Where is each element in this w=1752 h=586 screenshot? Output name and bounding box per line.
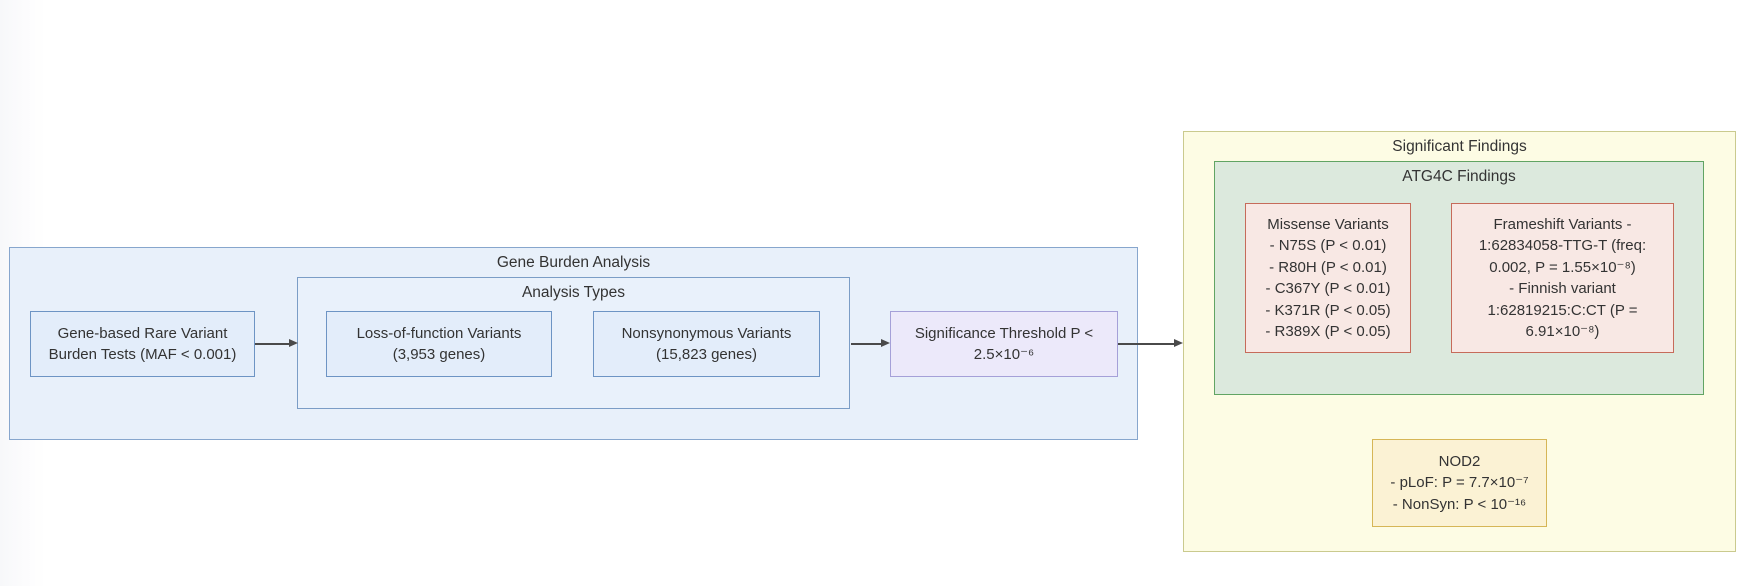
- node-text-line: Missense Variants: [1267, 215, 1389, 233]
- node-text-line: Gene-based Rare Variant: [57, 324, 228, 342]
- node-text-line: 1:62834058-TTG-T (freq:: [1478, 237, 1647, 254]
- edge-analysis-types-to-threshold: [851, 343, 881, 345]
- node-gene-based-burden-tests: Gene-based Rare Variant Burden Tests (MA…: [30, 311, 255, 377]
- node-text-line: (15,823 genes): [656, 346, 757, 363]
- node-text-line: 0.002, P = 1.55×10⁻⁸): [1489, 258, 1636, 276]
- group-title-gene-burden-analysis: Gene Burden Analysis: [496, 254, 651, 271]
- group-title-analysis-types: Analysis Types: [521, 284, 626, 301]
- arrowhead-icon: [1174, 339, 1183, 347]
- node-frameshift-variants: Frameshift Variants - 1:62834058-TTG-T (…: [1451, 203, 1674, 353]
- node-text-line: - K371R (P < 0.05): [1265, 301, 1391, 319]
- node-text-line: NOD2: [1438, 452, 1481, 470]
- node-significance-threshold: Significance Threshold P < 2.5×10⁻⁶: [890, 311, 1118, 377]
- node-nonsynonymous-variants: Nonsynonymous Variants (15,823 genes): [593, 311, 820, 377]
- node-text-line: - N75S (P < 0.01): [1269, 237, 1387, 254]
- edge-threshold-to-significant-findings: [1118, 343, 1174, 345]
- group-title-atg4c-findings: ATG4C Findings: [1402, 168, 1516, 185]
- node-text-line: Loss-of-function Variants: [356, 324, 522, 342]
- node-loss-of-function-variants: Loss-of-function Variants (3,953 genes): [326, 311, 552, 377]
- arrowhead-icon: [881, 339, 890, 347]
- node-text-line: - Finnish variant: [1509, 280, 1616, 297]
- node-text-line: 6.91×10⁻⁸): [1525, 323, 1600, 340]
- node-missense-variants: Missense Variants - N75S (P < 0.01) - R8…: [1245, 203, 1411, 353]
- node-nod2: NOD2 - pLoF: P = 7.7×10⁻⁷ - NonSyn: P < …: [1372, 439, 1547, 527]
- node-text-line: Burden Tests (MAF < 0.001): [48, 346, 237, 363]
- node-text-line: 2.5×10⁻⁶: [973, 346, 1035, 363]
- node-text-line: - C367Y (P < 0.01): [1265, 280, 1391, 297]
- arrowhead-icon: [289, 339, 298, 347]
- node-text-line: (3,953 genes): [392, 346, 486, 363]
- node-text-line: - R80H (P < 0.01): [1269, 258, 1387, 276]
- node-text-line: - R389X (P < 0.05): [1265, 323, 1391, 340]
- node-text-line: Significance Threshold P <: [914, 324, 1094, 342]
- node-text-line: 1:62819215:C:CT (P =: [1487, 301, 1638, 319]
- node-text-line: Frameshift Variants -: [1493, 215, 1632, 233]
- node-text-line: - NonSyn: P < 10⁻¹⁶: [1392, 495, 1527, 513]
- group-title-significant-findings: Significant Findings: [1392, 138, 1527, 155]
- node-text-line: Nonsynonymous Variants: [621, 324, 792, 342]
- node-text-line: - pLoF: P = 7.7×10⁻⁷: [1390, 474, 1529, 492]
- edge-burden-to-analysis-types: [255, 343, 289, 345]
